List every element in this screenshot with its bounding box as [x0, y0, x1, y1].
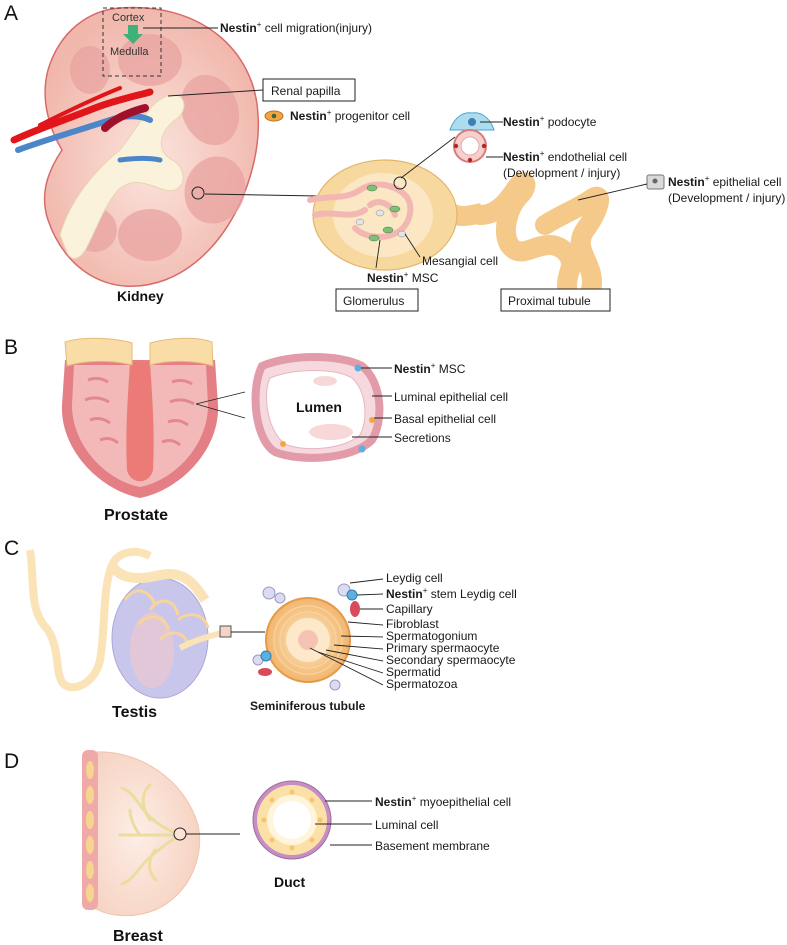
capillary-label: Capillary — [386, 602, 433, 616]
glomerulus-label: Glomerulus — [343, 294, 404, 308]
acinus-illustration — [251, 353, 384, 462]
migration-label: Nestin+ cell migration(injury) — [220, 20, 372, 35]
panel-b: B Prostate — [4, 336, 508, 524]
panel-d: D Breast — [4, 750, 511, 945]
breast-illustration — [82, 750, 201, 917]
msc-label-a: Nestin+ MSC — [367, 270, 439, 285]
renal-papilla-label: Renal papilla — [271, 84, 341, 98]
basal-epithelial-label: Basal epithelial cell — [394, 412, 496, 426]
endothelial-label: Nestin+ endothelial cell — [503, 149, 627, 164]
lumen-label: Lumen — [296, 399, 342, 415]
medulla-label: Medulla — [110, 46, 149, 58]
epithelial-sub-label: (Development / injury) — [668, 191, 785, 205]
podocyte-label: Nestin+ podocyte — [503, 114, 597, 129]
kidney-label: Kidney — [117, 288, 164, 304]
endothelial-sub-label: (Development / injury) — [503, 166, 620, 180]
migration-arrow-icon — [123, 25, 143, 44]
spermatogonium-label: Spermatogonium — [386, 629, 477, 643]
panel-letter-b: B — [4, 336, 18, 359]
seminiferous-tubule-label: Seminiferous tubule — [250, 699, 366, 713]
primary-spermaocyte-label: Primary spermaocyte — [386, 641, 500, 655]
duct-illustration — [252, 780, 332, 860]
testis-illustration — [26, 547, 226, 699]
panel-letter-d: D — [4, 750, 19, 773]
testis-label: Testis — [112, 704, 157, 721]
secondary-spermaocyte-label: Secondary spermaocyte — [386, 653, 516, 667]
prostate-illustration — [61, 337, 219, 498]
breast-label: Breast — [113, 928, 163, 945]
kidney-illustration: Cortex Medulla — [10, 6, 260, 287]
luminal-cell-label: Luminal cell — [375, 818, 438, 832]
cortex-label: Cortex — [112, 12, 145, 24]
fibroblast-label: Fibroblast — [386, 617, 439, 631]
mesangial-label: Mesangial cell — [422, 254, 498, 268]
progenitor-label: Nestin+ progenitor cell — [290, 108, 410, 123]
panel-letter-c: C — [4, 537, 19, 560]
podocyte-inset — [449, 112, 495, 163]
stem-leydig-label: Nestin+ stem Leydig cell — [386, 586, 517, 601]
myoepithelial-label: Nestin+ myoepithelial cell — [375, 794, 511, 809]
basement-membrane-label: Basement membrane — [375, 839, 490, 853]
panel-c: C Testis — [4, 537, 517, 721]
seminiferous-tubule-illustration — [252, 583, 360, 691]
msc-label-b: Nestin+ MSC — [394, 361, 466, 376]
luminal-epithelial-label: Luminal epithelial cell — [394, 390, 508, 404]
proximal-tubule-label: Proximal tubule — [508, 294, 591, 308]
leydig-label: Leydig cell — [386, 571, 443, 585]
glomerulus-illustration — [307, 159, 609, 311]
spermatozoa-label: Spermatozoa — [386, 677, 458, 691]
epithelial-label: Nestin+ epithelial cell — [668, 174, 781, 189]
prostate-label: Prostate — [104, 507, 168, 524]
secretions-label: Secretions — [394, 431, 451, 445]
spermatid-label: Spermatid — [386, 665, 441, 679]
duct-label: Duct — [274, 874, 305, 890]
panel-letter-a: A — [4, 2, 18, 25]
panel-a: A Cortex Medulla — [4, 2, 785, 312]
